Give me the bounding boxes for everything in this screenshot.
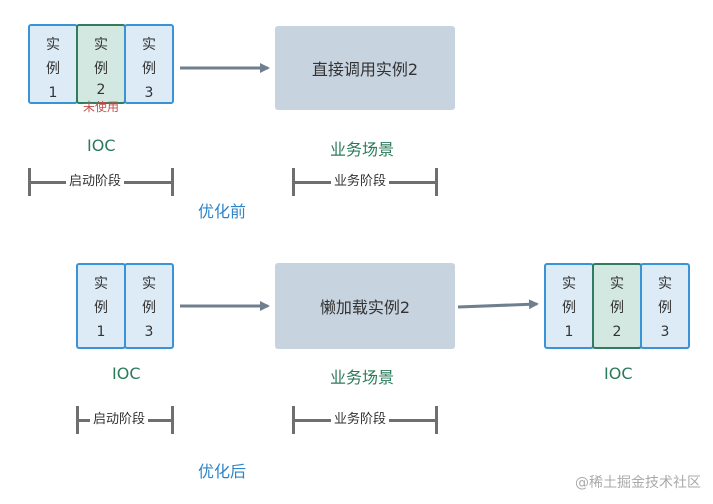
direct-call-box: 直接调用实例2 [275, 26, 455, 110]
instance-char-2: 例 [94, 61, 108, 77]
instance-char-2: 例 [610, 300, 624, 316]
watermark: @稀土掘金技术社区 [575, 475, 701, 491]
ioc-label-right: IOC [604, 364, 633, 383]
instance-number: 2 [612, 324, 622, 340]
instance-box-2-loaded: 实 例 2 [592, 263, 642, 349]
ioc-label-bottom: IOC [112, 364, 141, 383]
lazy-load-label: 懒加载实例2 [319, 298, 411, 317]
business-phase-label: 业务阶段 [331, 408, 390, 432]
instance-number: 3 [660, 324, 670, 340]
ioc-label-top: IOC [87, 136, 116, 155]
startup-phase-bottom: 启动阶段 [76, 406, 174, 434]
direct-call-label: 直接调用实例2 [311, 60, 419, 79]
business-phase-label: 业务阶段 [331, 170, 390, 194]
instance-char-1: 实 [562, 276, 576, 292]
instance-box-1: 实 例 1 [76, 263, 126, 349]
instance-char-1: 实 [142, 37, 156, 53]
startup-phase-label: 启动阶段 [90, 408, 149, 432]
unused-note: 未使用 [82, 100, 119, 114]
lazy-load-box: 懒加载实例2 [275, 263, 455, 349]
instance-char-1: 实 [610, 276, 624, 292]
instance-char-2: 例 [94, 300, 108, 316]
instance-number: 2 [96, 82, 106, 98]
instance-char-2: 例 [658, 300, 672, 316]
startup-phase-top: 启动阶段 [28, 168, 174, 196]
instance-box-3: 实 例 3 [124, 24, 174, 104]
caption-before: 优化前 [198, 202, 247, 221]
instance-box-1: 实 例 1 [544, 263, 594, 349]
instance-char-1: 实 [94, 37, 108, 53]
instance-char-2: 例 [562, 300, 576, 316]
business-phase-top: 业务阶段 [292, 168, 438, 196]
instance-char-2: 例 [142, 300, 156, 316]
instance-number: 3 [144, 324, 154, 340]
instance-number: 1 [96, 324, 106, 340]
instance-char-1: 实 [658, 276, 672, 292]
scene-label-top: 业务场景 [330, 140, 395, 159]
business-phase-bottom: 业务阶段 [292, 406, 438, 434]
instance-box-2-unused: 实 例 2 未使用 [76, 24, 126, 114]
instance-number: 1 [48, 85, 58, 101]
arrow-bottom-right [457, 299, 539, 310]
startup-phase-label: 启动阶段 [66, 170, 125, 194]
scene-label-bottom: 业务场景 [330, 368, 395, 387]
instance-box-1: 实 例 1 [28, 24, 78, 104]
instance-char-2: 例 [46, 61, 60, 77]
instance-number: 3 [144, 85, 154, 101]
instance-char-2: 例 [142, 61, 156, 77]
caption-after: 优化后 [198, 462, 247, 481]
instance-char-1: 实 [94, 276, 108, 292]
instance-box-3: 实 例 3 [640, 263, 690, 349]
instance-box-3: 实 例 3 [124, 263, 174, 349]
instance-char-1: 实 [46, 37, 60, 53]
instance-number: 1 [564, 324, 574, 340]
instance-char-1: 实 [142, 276, 156, 292]
